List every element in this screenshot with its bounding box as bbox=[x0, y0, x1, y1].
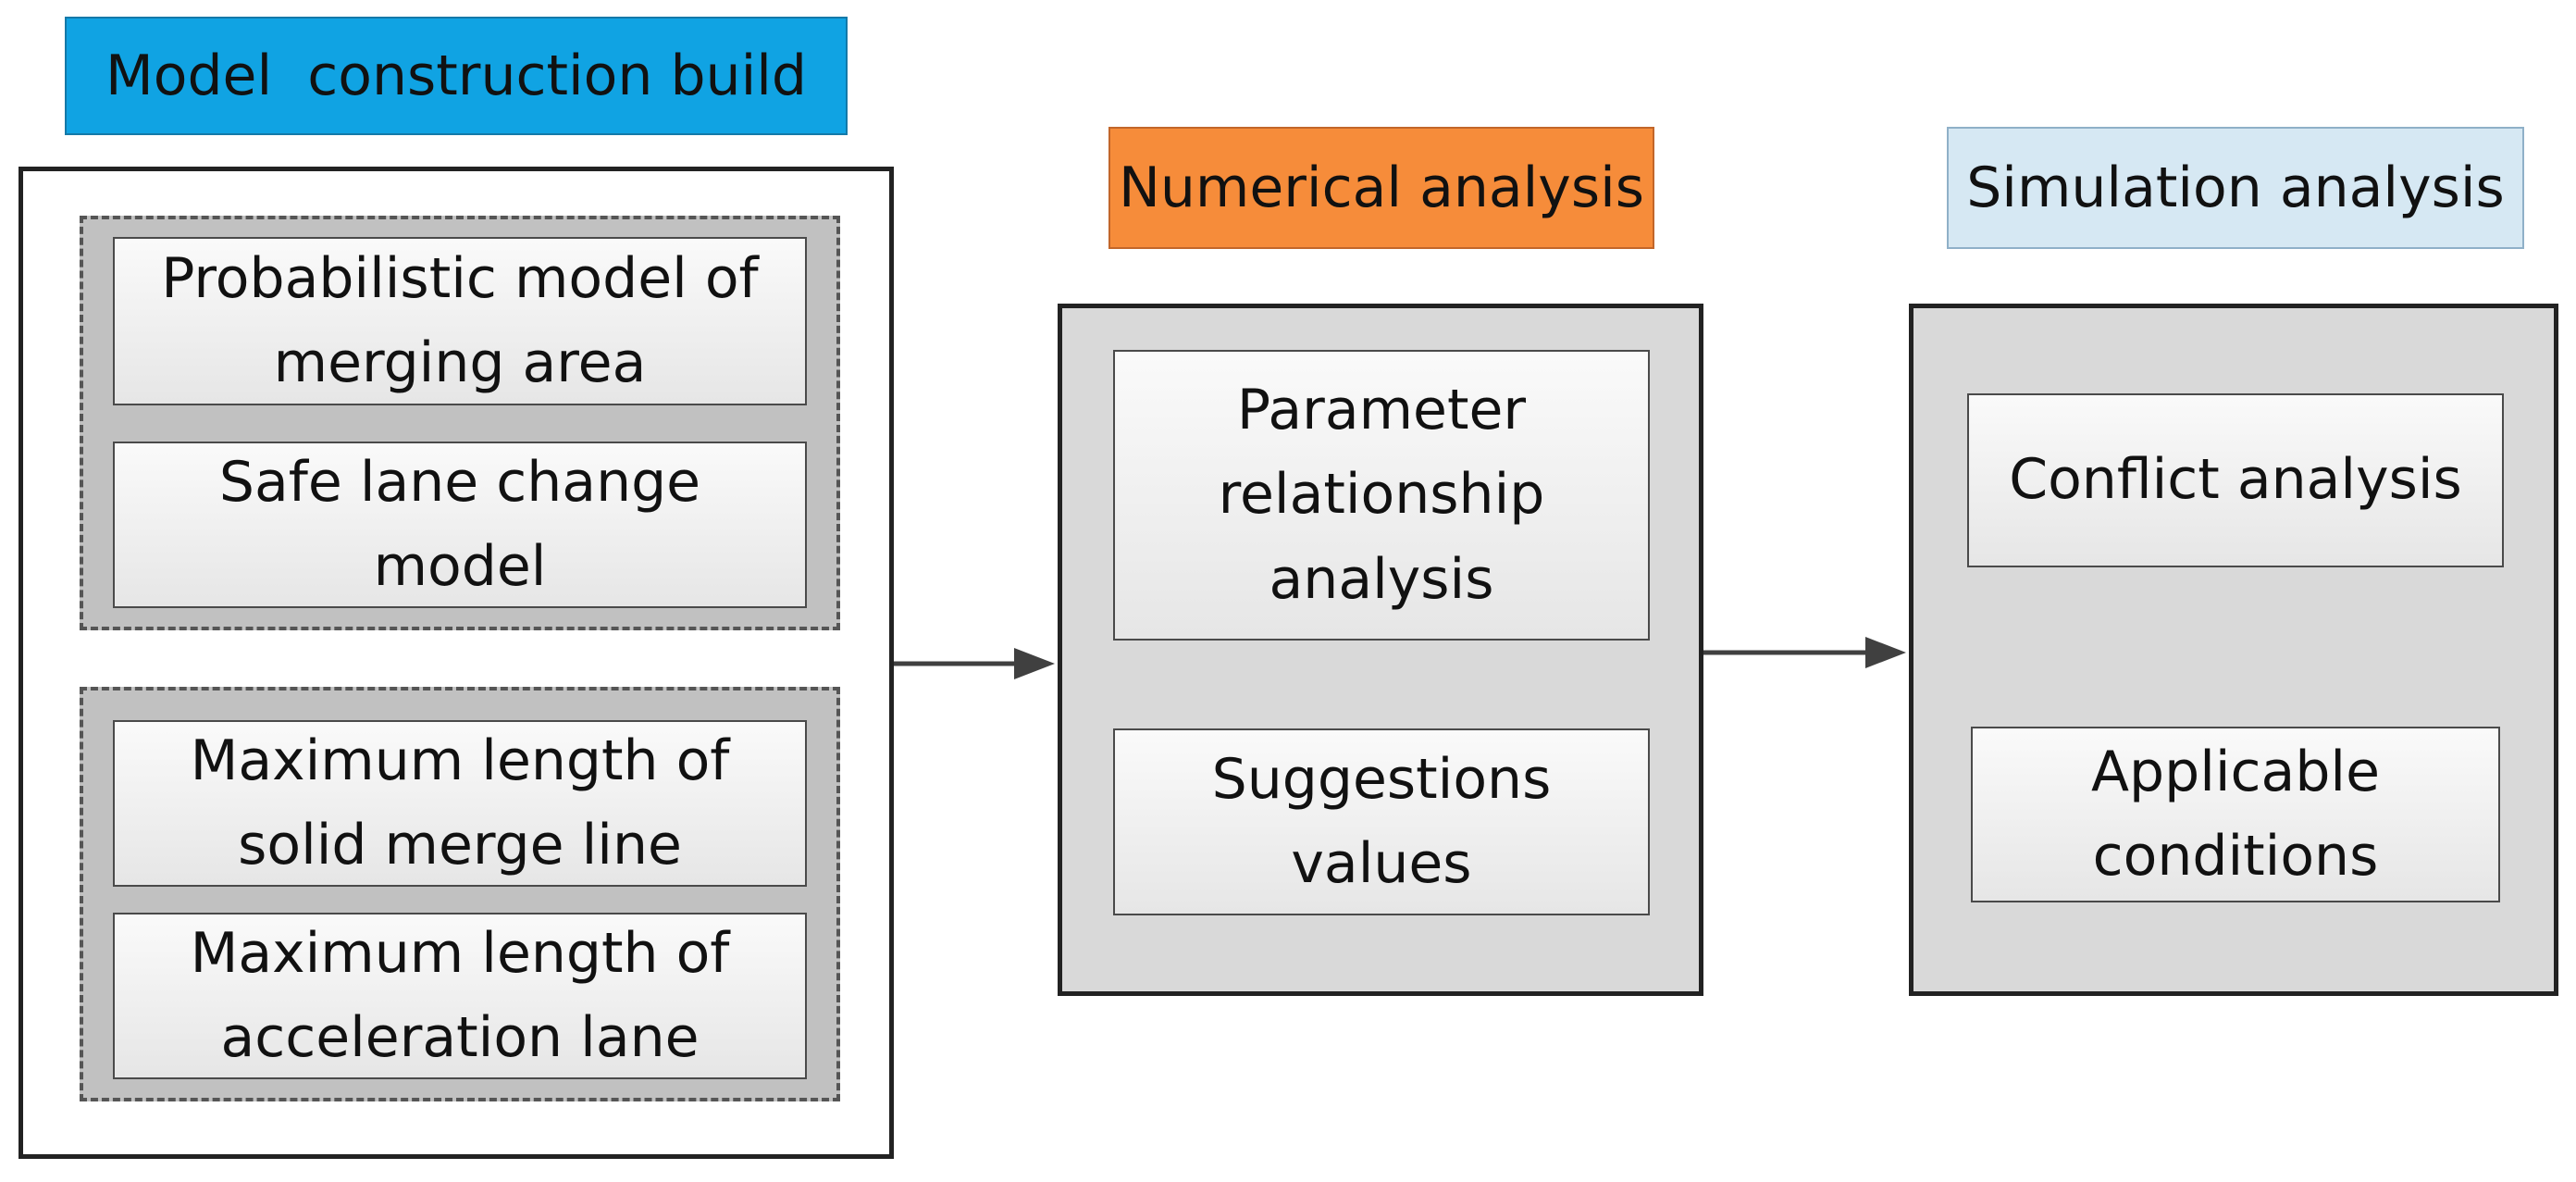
suggestions-values-item: Suggestions values bbox=[1113, 728, 1650, 915]
acceleration-lane-item: Maximum length of acceleration lane bbox=[113, 913, 807, 1079]
numerical-analysis-title: Numerical analysis bbox=[1118, 156, 1645, 220]
numerical-analysis-header: Numerical analysis bbox=[1108, 127, 1654, 249]
arrow-model-to-numerical bbox=[894, 648, 1055, 679]
probabilistic-model-label: Probabilistic model of merging area bbox=[161, 245, 759, 395]
arrow-numerical-to-simulation bbox=[1703, 637, 1906, 668]
probabilistic-model-item: Probabilistic model of merging area bbox=[113, 237, 807, 405]
applicable-conditions-label: Applicable conditions bbox=[2091, 739, 2380, 889]
parameter-relationship-label: Parameter relationship analysis bbox=[1218, 378, 1545, 612]
parameter-relationship-item: Parameter relationship analysis bbox=[1113, 350, 1650, 641]
simulation-analysis-header: Simulation analysis bbox=[1947, 127, 2524, 249]
simulation-analysis-title: Simulation analysis bbox=[1966, 156, 2505, 220]
acceleration-lane-label: Maximum length of acceleration lane bbox=[190, 920, 730, 1070]
model-construction-title: Model construction build bbox=[105, 44, 808, 108]
applicable-conditions-item: Applicable conditions bbox=[1971, 727, 2500, 902]
suggestions-values-label: Suggestions values bbox=[1211, 746, 1552, 896]
model-construction-header: Model construction build bbox=[65, 17, 848, 135]
safe-lane-change-item: Safe lane change model bbox=[113, 442, 807, 608]
conflict-analysis-label: Conflict analysis bbox=[2009, 447, 2462, 513]
safe-lane-change-label: Safe lane change model bbox=[218, 449, 701, 599]
conflict-analysis-item: Conflict analysis bbox=[1967, 393, 2504, 567]
solid-merge-line-item: Maximum length of solid merge line bbox=[113, 720, 807, 887]
solid-merge-line-label: Maximum length of solid merge line bbox=[190, 728, 730, 877]
